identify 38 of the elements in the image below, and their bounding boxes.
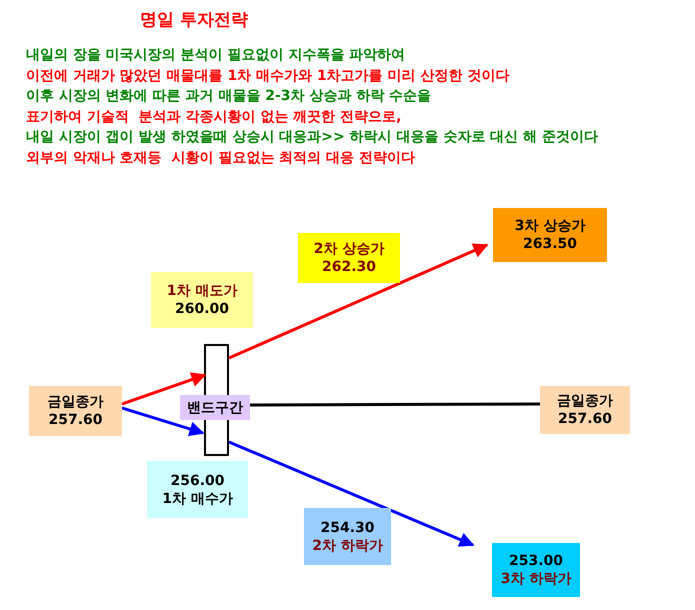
price-heading: 2차 상승가 [314,240,384,258]
price-text: 263.50 [522,235,578,253]
price-heading: 3차 상승가 [514,217,586,235]
arrow [122,372,206,406]
arrow [228,244,488,360]
price-heading: 금일종가 [557,392,613,410]
price-box [147,461,248,518]
price-text: 2차 하락가 [312,536,383,554]
note-text: 외부의 악재나 호재등 시황이 필요없는 최적의 대응 전략이다 [26,148,415,166]
price-box [29,386,122,436]
note-text: 표기하여 기술적 분석과 각종시황이 없는 깨끗한 전략으로, [26,108,402,126]
price-heading: 1차 매도가 [166,282,238,300]
price-box [298,233,400,283]
note-text: 내일 시장이 갭이 발생 하였을때 상승시 대응과>> 하락시 대응을 숫자로 대신 해 준것이다 [26,128,598,146]
price-text: 260.00 [174,300,230,318]
price-box [540,386,630,434]
title: 명일 투자전략 [140,9,248,31]
price-text: 3차 하락가 [500,570,572,588]
price-text: 257.60 [48,411,103,429]
price-box [304,508,391,565]
price-box [151,272,253,328]
arrow [228,440,474,547]
price-text: 1차 매수가 [162,490,233,508]
note-text: 이전에 거래가 많았던 매물대를 1차 매수가와 1차고가를 미리 산정한 것이다 [26,66,510,84]
arrow [122,406,204,436]
connector-line [250,402,540,406]
price-box [492,543,580,597]
price-box [180,395,250,420]
price-text: 262.30 [322,258,376,276]
note-text: 내일의 장을 미국시장의 분석이 필요없이 지수폭을 파악하여 [26,46,406,64]
price-text: 257.60 [558,410,612,428]
price-heading: 253.00 [508,552,564,570]
price-heading: 256.00 [170,472,225,490]
note-text: 이후 시장의 변화에 따른 과거 매물을 2-3차 상승과 하락 수순을 [26,87,432,105]
price-heading: 금일종가 [48,393,104,411]
price-text: 밴드구간 [187,398,243,416]
price-heading: 254.30 [320,518,375,536]
price-box [493,208,607,262]
